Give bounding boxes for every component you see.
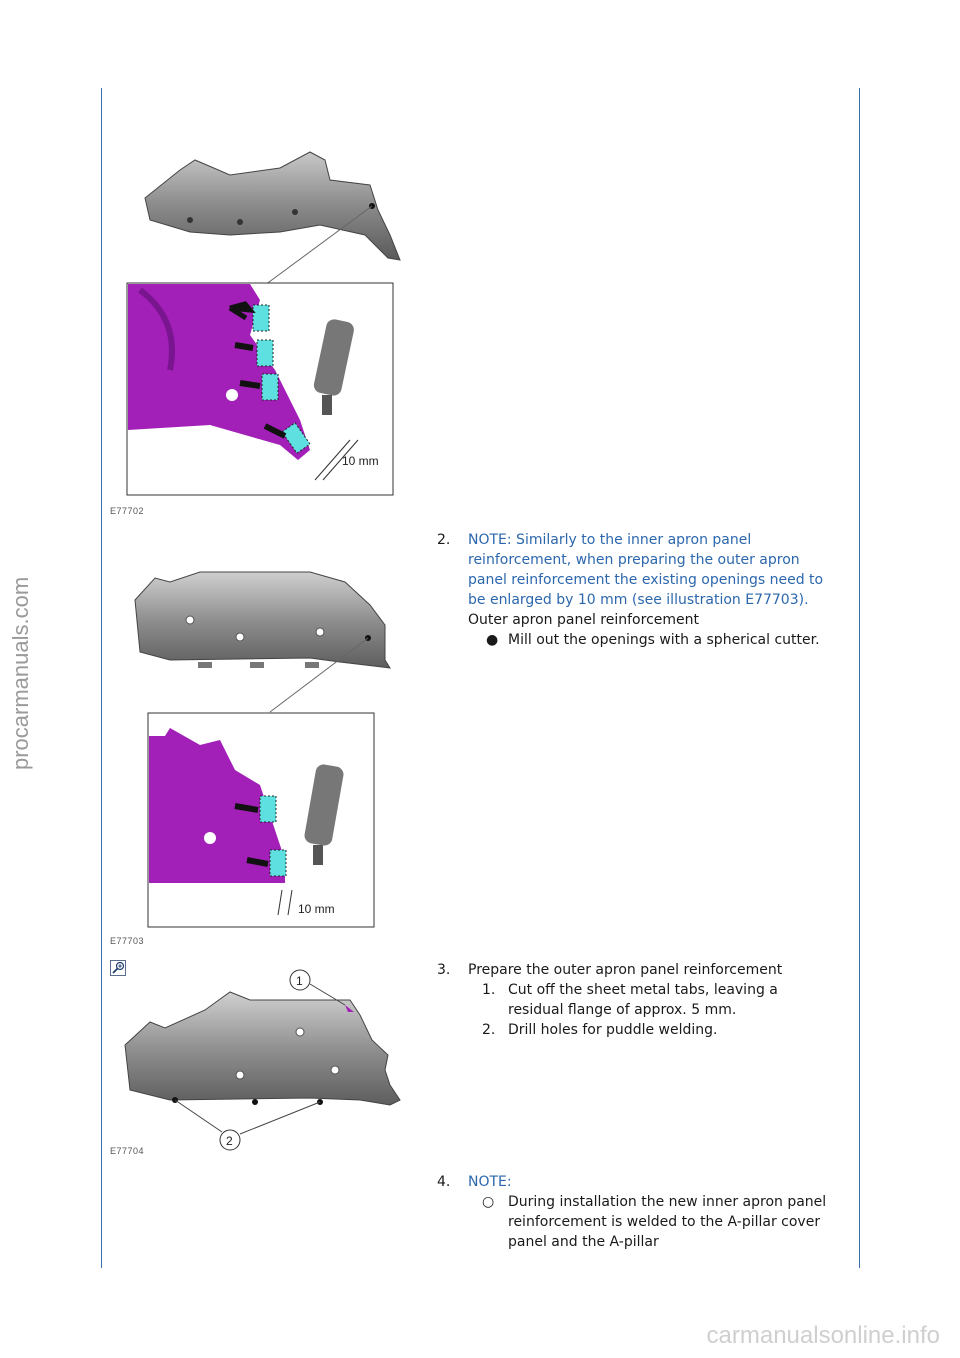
figure-code: E77702 bbox=[110, 506, 145, 516]
right-margin-rule bbox=[859, 88, 860, 1268]
footer-watermark: carmanualsonline.info bbox=[706, 1322, 940, 1349]
list-item: 2. Drill holes for puddle welding. bbox=[482, 1020, 837, 1040]
step-number: 4. bbox=[437, 1174, 451, 1190]
list-item: 1. Cut off the sheet metal tabs, leaving… bbox=[482, 980, 837, 1020]
figure-2-callout: 10 mm bbox=[298, 902, 335, 916]
figure-code: E77703 bbox=[110, 936, 145, 946]
figure-e77703: 10 mm E77703 bbox=[110, 560, 410, 946]
bullet-icon: ● bbox=[486, 632, 499, 648]
list-item: ○ During installation the new inner apro… bbox=[482, 1192, 837, 1252]
substep-number: 2. bbox=[482, 1022, 496, 1038]
figure-1-callout: 10 mm bbox=[342, 454, 379, 468]
step-4: 4. NOTE: ○ During installation the new i… bbox=[437, 1172, 837, 1252]
step-2: 2. NOTE: Similarly to the inner apron pa… bbox=[437, 530, 837, 650]
substep-text: Cut off the sheet metal tabs, leaving a … bbox=[508, 982, 778, 1018]
substep-number: 1. bbox=[482, 982, 496, 998]
label-1: 1 bbox=[296, 974, 303, 988]
step-title: Outer apron panel reinforcement bbox=[468, 612, 699, 628]
step-note: NOTE: bbox=[468, 1174, 512, 1190]
label-2: 2 bbox=[226, 1134, 233, 1148]
figure-code: E77704 bbox=[110, 1146, 145, 1156]
list-item: ● Mill out the openings with a spherical… bbox=[486, 630, 837, 650]
step-note: NOTE: Similarly to the inner apron panel… bbox=[468, 532, 824, 608]
side-watermark: procarmanuals.com bbox=[8, 576, 33, 770]
step-number: 2. bbox=[437, 532, 451, 548]
zoom-in-icon[interactable] bbox=[110, 960, 126, 976]
step-number: 3. bbox=[437, 962, 451, 978]
bullet-text: Mill out the openings with a spherical c… bbox=[508, 632, 820, 648]
step-title: Prepare the outer apron panel reinforcem… bbox=[468, 962, 783, 978]
hollow-circle-icon: ○ bbox=[482, 1194, 495, 1210]
step-3: 3. Prepare the outer apron panel reinfor… bbox=[437, 960, 837, 1040]
bullet-text: During installation the new inner apron … bbox=[508, 1194, 827, 1250]
substep-text: Drill holes for puddle welding. bbox=[508, 1022, 718, 1038]
left-margin-rule bbox=[101, 88, 102, 1268]
figure-e77702: 10 mm E77702 bbox=[110, 140, 410, 516]
figure-e77704: 1 2 E77704 bbox=[110, 960, 410, 1160]
